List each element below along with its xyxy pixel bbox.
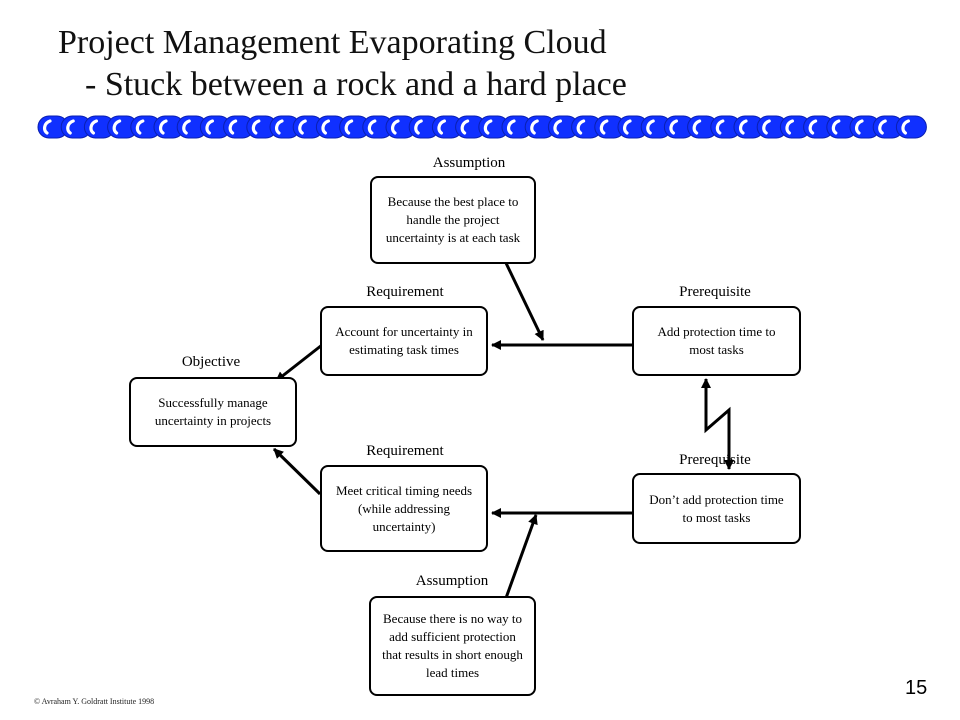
chain-link-highlight xyxy=(623,119,632,135)
chain-link-highlight xyxy=(321,119,330,135)
chain-link-highlight xyxy=(831,119,841,135)
arrow-assumption-top xyxy=(504,262,545,341)
arrow-assumption-bottom xyxy=(504,514,538,599)
assumption-top-box: Because the best place to handle the pro… xyxy=(370,176,536,264)
requirement-bottom-label: Requirement xyxy=(366,443,444,459)
chain-link-highlight xyxy=(159,119,168,135)
chain-link-highlight xyxy=(530,119,539,135)
chain-link-highlight xyxy=(228,119,238,135)
chain-link-highlight xyxy=(182,119,191,135)
chain-link-highlight xyxy=(344,119,354,135)
chain-link-highlight xyxy=(483,119,493,135)
page-number: 15 xyxy=(905,677,928,699)
prerequisite-top-label: Prerequisite xyxy=(679,284,751,300)
chain-link-highlight xyxy=(599,119,609,135)
assumption-bottom-label: Assumption xyxy=(415,573,489,589)
arrow-req-top-to-objective xyxy=(275,343,323,383)
chain-link-highlight xyxy=(785,119,794,135)
chain-link-highlight xyxy=(855,119,864,135)
prerequisite-bottom-label: Prerequisite xyxy=(679,452,751,468)
page-title: Project Management Evaporating Cloud - S… xyxy=(58,22,938,106)
chain-link-highlight xyxy=(669,119,678,135)
chain-link-highlight xyxy=(66,119,75,135)
arrow-req-bottom-to-objective xyxy=(272,447,322,496)
requirement-top-label: Requirement xyxy=(366,284,444,300)
chain-link-highlight xyxy=(762,119,771,135)
chain-link-highlight xyxy=(437,119,446,135)
chain-link-highlight xyxy=(251,119,261,135)
chain-link-highlight xyxy=(460,119,470,135)
chain-link-highlight xyxy=(367,119,377,135)
chain-link-highlight xyxy=(43,119,52,135)
chain-link-highlight xyxy=(298,119,307,135)
chain-link-highlight xyxy=(739,119,748,135)
chain-link-highlight xyxy=(901,119,910,135)
assumption-top-label: Assumption xyxy=(432,155,506,171)
chain-link-highlight xyxy=(89,119,98,135)
objective-label: Objective xyxy=(181,354,241,370)
prerequisite-bottom-box: Don’t add protection time to most tasks xyxy=(632,473,801,544)
title-line-1: Project Management Evaporating Cloud xyxy=(58,24,607,61)
chain-link-highlight xyxy=(715,119,725,135)
chain-link-highlight xyxy=(112,119,122,135)
lightning-bolt-icon xyxy=(701,378,734,470)
chain-link-highlight xyxy=(553,119,562,135)
chain-link-highlight xyxy=(576,119,586,135)
chain-link-highlight xyxy=(808,119,818,135)
assumption-bottom-box: Because there is no way to add sufficien… xyxy=(369,596,536,696)
requirement-bottom-box: Meet critical timing needs (while addres… xyxy=(320,465,488,552)
chain-link-highlight xyxy=(135,119,145,135)
chain-divider xyxy=(37,115,927,139)
chain-link-highlight xyxy=(414,119,423,135)
chain-link-highlight xyxy=(275,119,284,135)
title-line-2: - Stuck between a rock and a hard place xyxy=(85,66,627,103)
chain-link-highlight xyxy=(391,119,400,135)
prerequisite-top-box: Add protection time to most tasks xyxy=(632,306,801,376)
requirement-top-box: Account for uncertainty in estimating ta… xyxy=(320,306,488,376)
chain-link-highlight xyxy=(507,119,516,135)
chain-link-highlight xyxy=(205,119,214,135)
chain-link-highlight xyxy=(692,119,702,135)
copyright-notice: © Avraham Y. Goldratt Institute 1998 xyxy=(34,697,155,706)
objective-box: Successfully manage uncertainty in proje… xyxy=(129,377,297,447)
chain-link-highlight xyxy=(878,119,887,135)
chain-link-highlight xyxy=(646,119,655,135)
